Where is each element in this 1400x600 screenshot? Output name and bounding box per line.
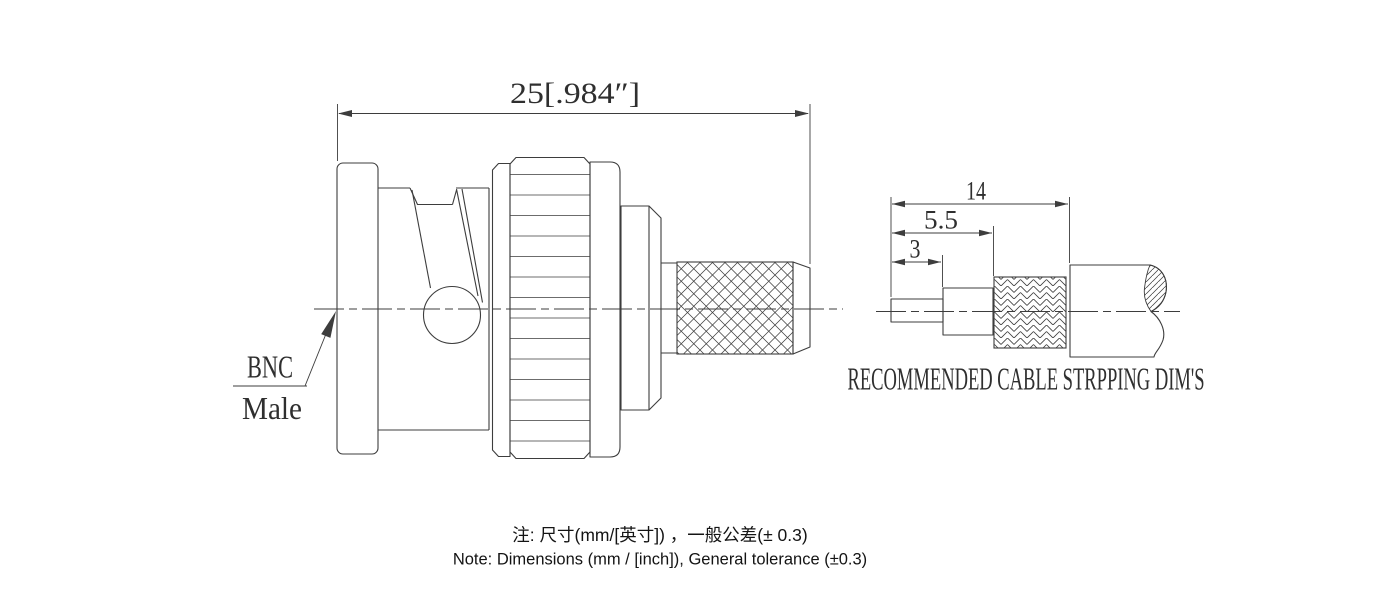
bayonet-detent-circle: [422, 285, 482, 345]
coupling-body: [378, 187, 490, 431]
dimension-14: 14: [890, 177, 1070, 297]
step-ring-chamfer: [648, 205, 662, 411]
dimension-arrow-left: [338, 110, 352, 117]
front-ring: [491, 162, 511, 458]
dimension-5-5-arrow-right: [979, 229, 992, 237]
main-view: 25[.984″] BNC Male: [233, 77, 843, 460]
ferrule-tip: [792, 261, 811, 355]
strip-view-caption: RECOMMENDED CABLE STRPPING DIM'S: [848, 361, 1205, 397]
cable-braid: [993, 276, 1067, 349]
cable-jacket: [1069, 264, 1167, 358]
dimension-arrow-right: [795, 110, 809, 117]
dimension-14-arrow-right: [1055, 200, 1068, 208]
note-line-en: Note: Dimensions (mm / [inch]), General …: [453, 551, 867, 569]
center-conductor: [890, 298, 944, 323]
dimension-3-value: 3: [910, 235, 921, 264]
part-label-line2: Male: [242, 390, 302, 426]
dimension-5-5-value: 5.5: [924, 206, 958, 235]
bayonet-slot-right-wall: [455, 188, 484, 303]
dimension-overall-value: 25[.984″]: [510, 77, 640, 110]
dimension-14-arrow-left: [892, 200, 905, 208]
coupling-body-outline: [378, 187, 490, 431]
dimension-3: 3: [892, 235, 943, 287]
knurl-ring: [509, 156, 591, 460]
strip-view: 14 5.5 3 RECOMMENDED CABLE STRPPING DIM'…: [848, 177, 1205, 397]
dimension-5-5-arrow-left: [892, 229, 905, 237]
leader-arrowhead: [321, 311, 336, 338]
dimension-14-value: 14: [966, 177, 986, 206]
crimp-shaft: [661, 262, 677, 354]
part-label-line1: BNC: [247, 349, 293, 385]
dimension-extension-lines: [337, 104, 811, 264]
note-line-zh: 注: 尺寸(mm/[英寸]) ，一般公差(± 0.3): [512, 525, 807, 545]
knurl-ridges: [510, 174, 590, 442]
dimension-5-5: 5.5: [892, 206, 994, 276]
rear-cap-ring: [589, 161, 621, 458]
bnc-male-label: BNC Male: [233, 311, 336, 426]
step-ring: [620, 205, 662, 411]
jacket-break-section-hatch: [1143, 264, 1167, 313]
dimension-overall: 25[.984″]: [337, 77, 811, 264]
step-ring-outline: [620, 205, 650, 411]
dimension-3-arrow-left: [892, 258, 905, 266]
dimension-14-extension-lines: [890, 197, 1070, 297]
knurl-outline: [509, 156, 591, 460]
bayonet-slot-notch: [409, 187, 458, 206]
notes: 注: 尺寸(mm/[英寸]) ，一般公差(± 0.3) Note: Dimens…: [453, 525, 867, 569]
dimension-3-arrow-right: [928, 258, 941, 266]
bayonet-slot-left-wall: [411, 189, 432, 289]
bnc-flange: [336, 162, 379, 455]
crimp-ferrule: [676, 261, 794, 355]
